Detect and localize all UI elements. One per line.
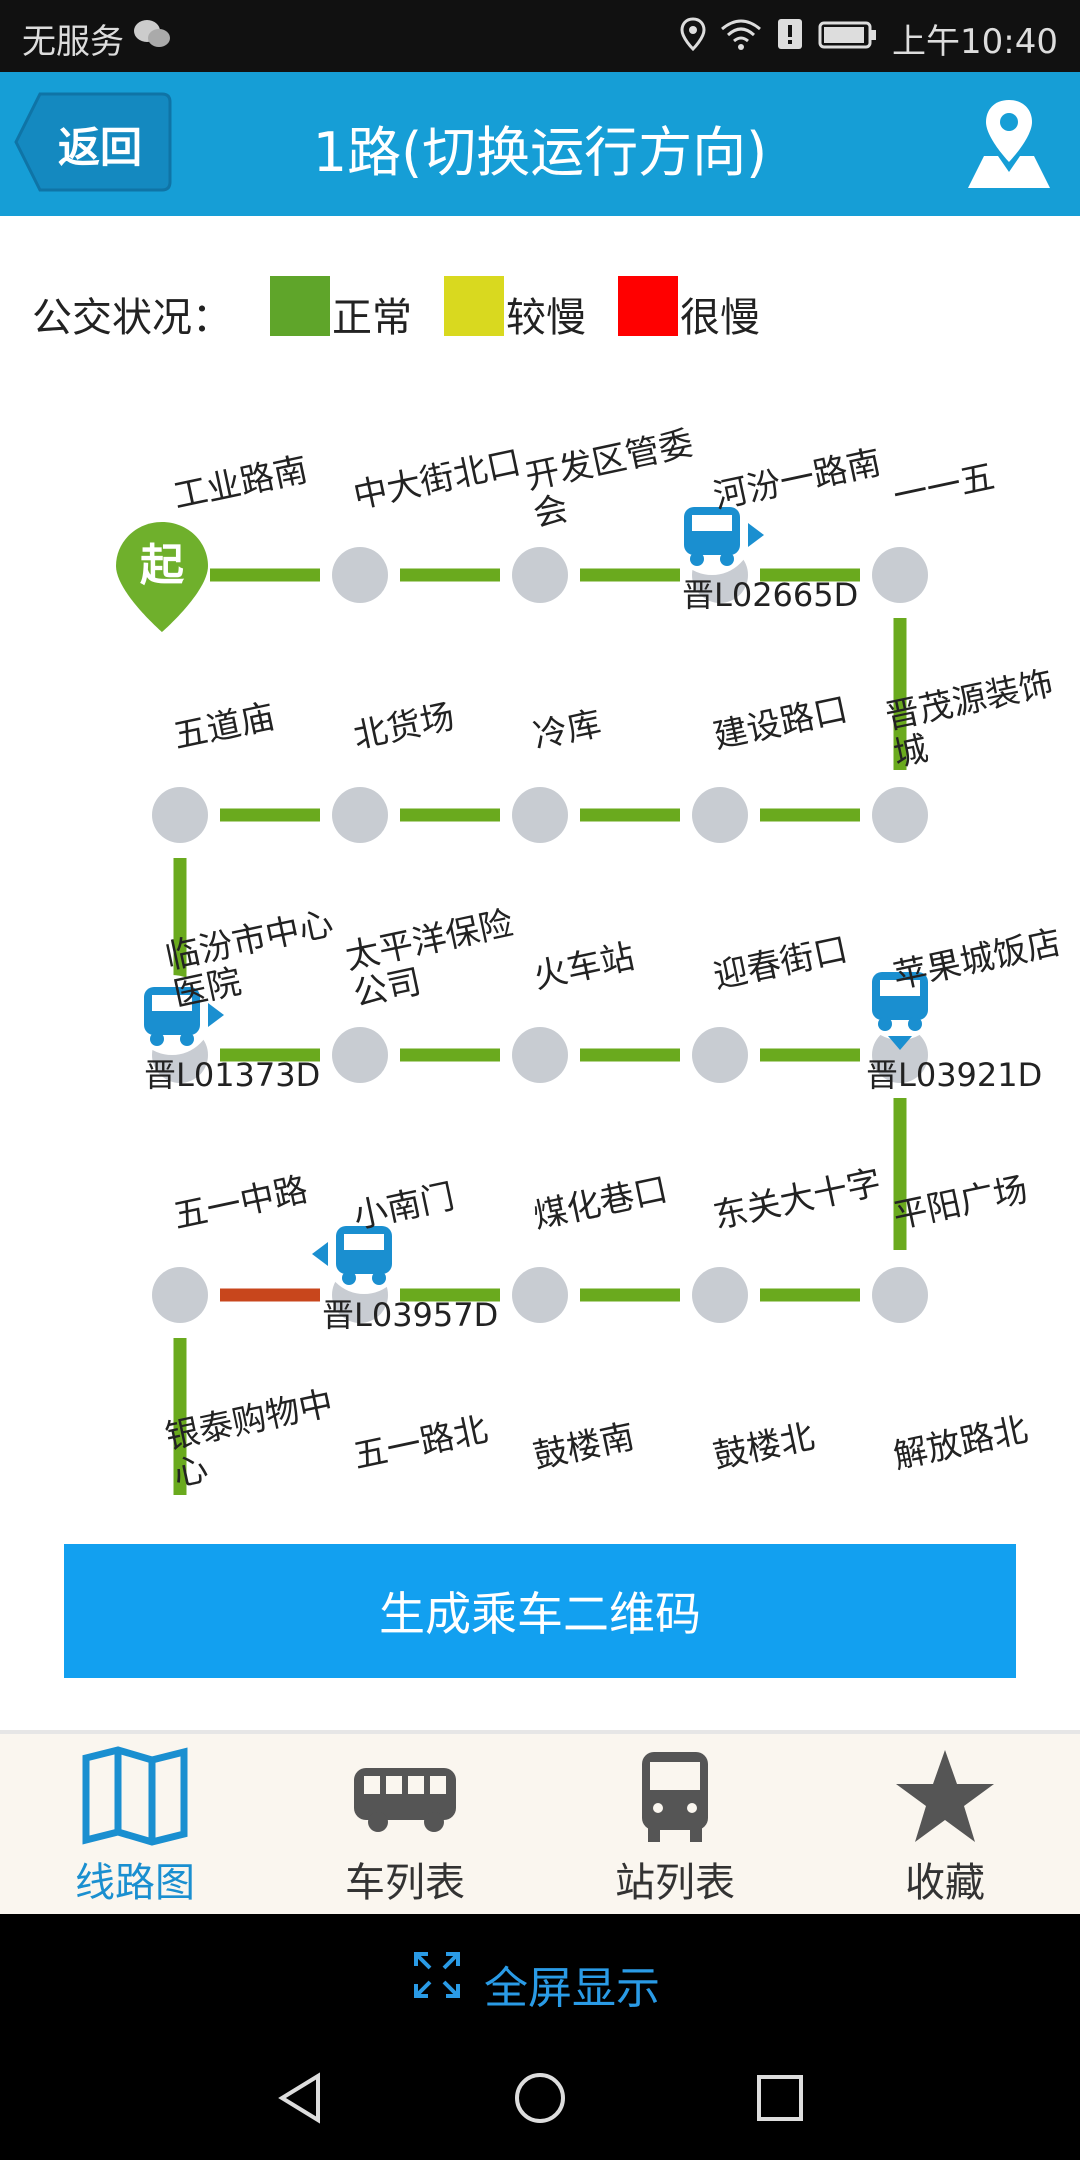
wifi-icon xyxy=(720,17,762,60)
bus-icon-1 xyxy=(672,495,764,575)
status-bar: 无服务 上午10:40 xyxy=(0,0,1080,72)
fullscreen-bar[interactable]: 全屏显示 xyxy=(0,1914,1080,2034)
bus-plate-label[interactable]: 晋L03957D xyxy=(322,1296,499,1334)
legend-label: 公交状况： xyxy=(32,295,232,341)
route-map: 起 xyxy=(116,495,940,1495)
bus-side-icon xyxy=(350,1746,460,1846)
fullscreen-label: 全屏显示 xyxy=(484,1963,660,2014)
alert-icon xyxy=(776,17,804,60)
tab-station-list-label: 站列表 xyxy=(615,1860,735,1906)
page-title[interactable]: 1路(切换运行方向) xyxy=(312,121,768,184)
legend-normal-swatch xyxy=(270,276,330,336)
legend-slow-swatch xyxy=(444,276,504,336)
bus-plate-label[interactable]: 晋L02665D xyxy=(682,576,859,614)
svg-text:起: 起 xyxy=(140,540,185,591)
bus-plate-label[interactable]: 晋L01373D xyxy=(144,1056,321,1094)
back-button[interactable]: 返回 xyxy=(12,88,172,196)
bus-icon-3 xyxy=(860,960,940,1050)
route-lines xyxy=(173,568,907,1495)
location-icon xyxy=(680,17,706,60)
back-label: 返回 xyxy=(58,123,143,172)
tab-bar: 线路图 车列表 站列表 收藏 xyxy=(0,1734,1080,1914)
tab-route-map-label: 线路图 xyxy=(75,1860,195,1906)
legend-slow-label: 较慢 xyxy=(506,295,586,341)
home-circle-icon[interactable] xyxy=(512,2070,568,2130)
map-location-icon[interactable] xyxy=(964,92,1054,192)
carrier-text: 无服务 xyxy=(22,22,124,62)
tab-bus-list-label: 车列表 xyxy=(345,1860,465,1906)
recents-square-icon[interactable] xyxy=(752,2070,808,2130)
tab-favorites[interactable]: 收藏 xyxy=(810,1734,1080,1914)
bus-plate-label[interactable]: 晋L03921D xyxy=(866,1056,1043,1094)
wechat-icon xyxy=(132,18,172,59)
clock-text: 上午10:40 xyxy=(892,22,1058,62)
fullscreen-icon xyxy=(414,1952,460,2002)
bus-icon-4 xyxy=(312,1214,404,1294)
tab-bus-list[interactable]: 车列表 xyxy=(270,1734,540,1914)
tab-station-list[interactable]: 站列表 xyxy=(540,1734,810,1914)
star-icon xyxy=(890,1746,1000,1846)
back-triangle-icon[interactable] xyxy=(272,2070,328,2130)
bus-icon-2 xyxy=(132,975,224,1055)
divider xyxy=(0,1730,1080,1734)
bus-front-icon xyxy=(620,1746,730,1846)
start-marker-icon: 起 xyxy=(116,522,208,632)
legend-very-slow-swatch xyxy=(618,276,678,336)
map-icon xyxy=(80,1746,190,1846)
tab-favorites-label: 收藏 xyxy=(905,1860,985,1906)
system-nav-bar xyxy=(0,2034,1080,2160)
tab-route-map[interactable]: 线路图 xyxy=(0,1734,270,1914)
legend-normal-label: 正常 xyxy=(332,295,412,341)
generate-qr-label: 生成乘车二维码 xyxy=(379,1587,701,1641)
generate-qr-button[interactable]: 生成乘车二维码 xyxy=(64,1544,1016,1678)
battery-icon xyxy=(818,19,878,59)
header-bar: 返回 1路(切换运行方向) xyxy=(0,72,1080,216)
legend-very-slow-label: 很慢 xyxy=(680,295,760,341)
